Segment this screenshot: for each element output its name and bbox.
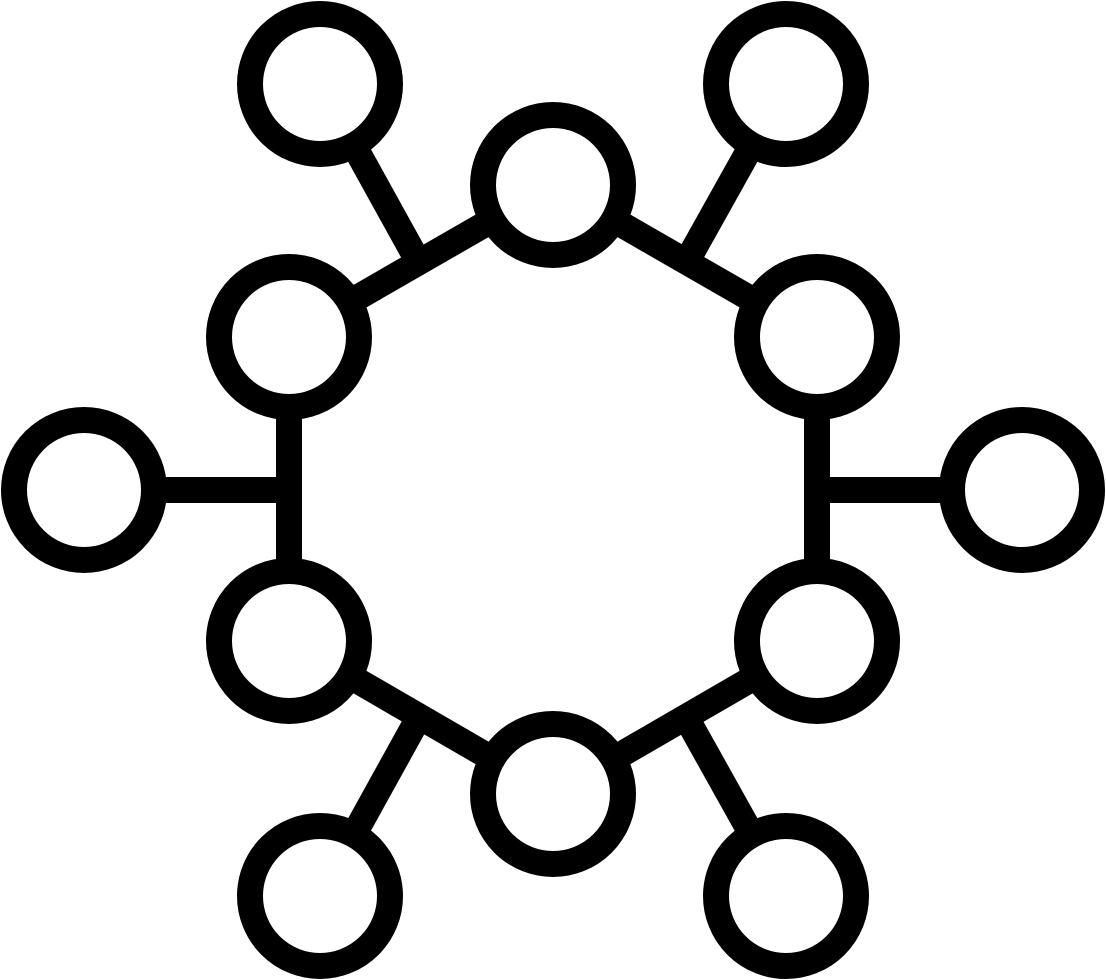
ring-node-lower-right (734, 558, 900, 724)
outer-node-bottom-right (703, 813, 869, 979)
outer-node-left (1, 407, 167, 573)
outer-node-top-left (237, 1, 403, 167)
ring-node-top (470, 102, 636, 268)
ring-node-bottom (470, 711, 636, 877)
outer-node-right (939, 407, 1105, 573)
ring-node-upper-right (734, 254, 900, 420)
ring-node-lower-left (206, 558, 372, 724)
ring-node-upper-left (206, 254, 372, 420)
outer-node-top-right (703, 1, 869, 167)
outer-node-bottom-left (237, 813, 403, 979)
